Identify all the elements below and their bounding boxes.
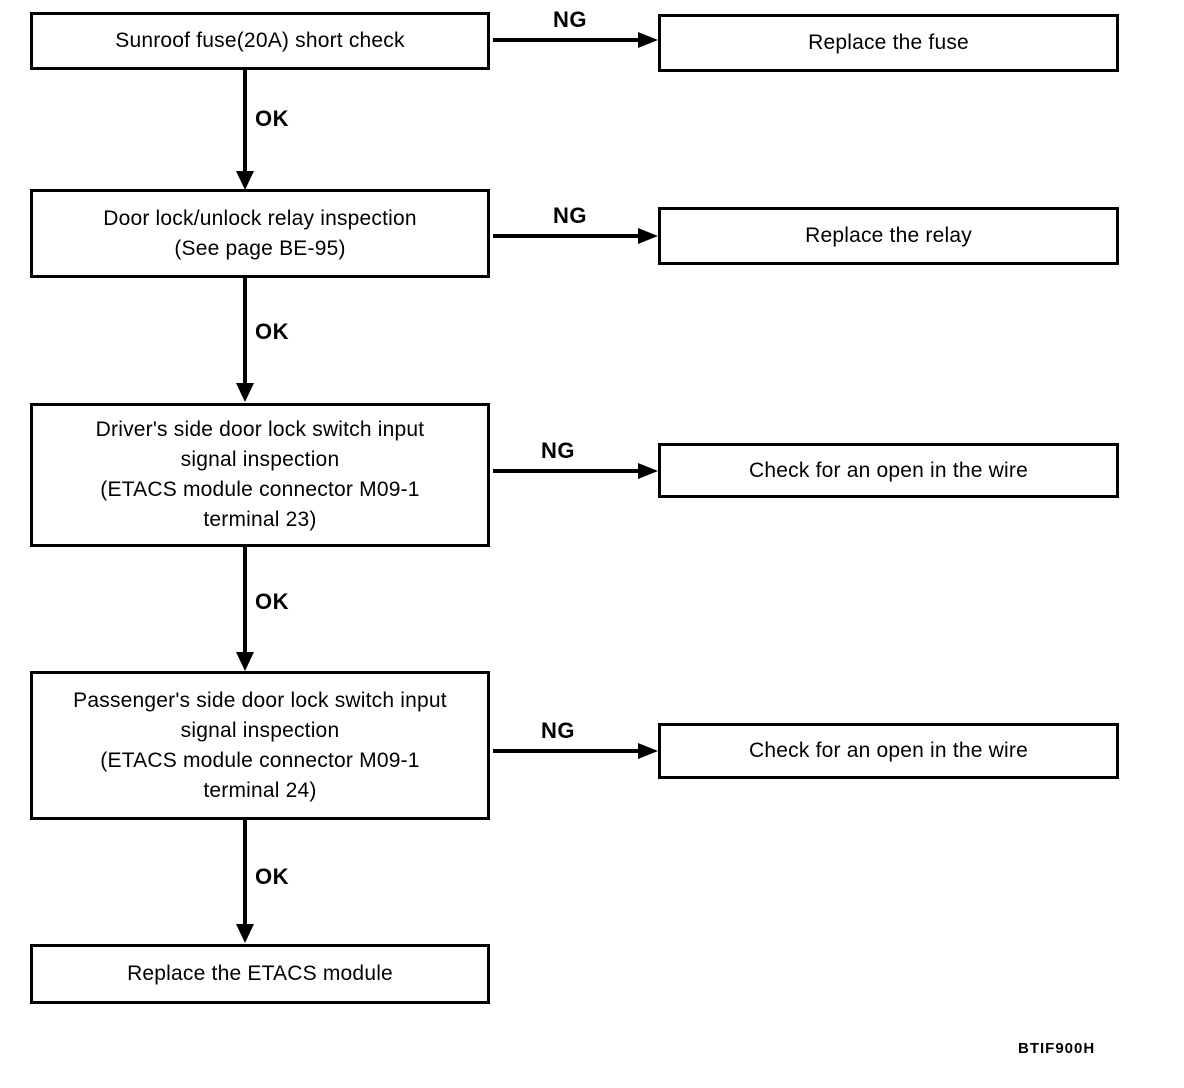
ng-result-box-check-open-wire-passenger: Check for an open in the wire [658, 723, 1119, 779]
arrow-line [493, 749, 639, 753]
arrow-line [243, 820, 247, 925]
ng-label-3: NG [541, 438, 575, 463]
ok-label-1: OK [255, 106, 289, 131]
arrow-line [493, 469, 639, 473]
step-box-driver-door-lock-switch-inspection: Driver's side door lock switch input sig… [30, 403, 490, 547]
step-box-sunroof-fuse-check: Sunroof fuse(20A) short check [30, 12, 490, 70]
ng-result-box-check-open-wire-driver: Check for an open in the wire [658, 443, 1119, 498]
arrowhead-down-icon [236, 171, 254, 190]
ng-label-1: NG [553, 7, 587, 32]
ok-label-3: OK [255, 589, 289, 614]
ok-label-2: OK [255, 319, 289, 344]
ng-label-4: NG [541, 718, 575, 743]
ng-result-box-replace-fuse: Replace the fuse [658, 14, 1119, 72]
arrowhead-right-icon [638, 463, 658, 479]
arrow-line [493, 38, 639, 42]
step-box-replace-etacs-module: Replace the ETACS module [30, 944, 490, 1004]
step-box-passenger-door-lock-switch-inspection: Passenger's side door lock switch input … [30, 671, 490, 820]
figure-code: BTIF900H [1018, 1040, 1096, 1057]
arrowhead-down-icon [236, 652, 254, 671]
arrowhead-down-icon [236, 924, 254, 943]
arrow-line [243, 70, 247, 172]
step-box-door-lock-relay-inspection: Door lock/unlock relay inspection (See p… [30, 189, 490, 278]
arrowhead-down-icon [236, 383, 254, 402]
arrow-line [243, 547, 247, 653]
arrow-line [493, 234, 639, 238]
arrow-line [243, 278, 247, 384]
ng-result-box-replace-relay: Replace the relay [658, 207, 1119, 265]
ng-label-2: NG [553, 203, 587, 228]
arrowhead-right-icon [638, 228, 658, 244]
arrowhead-right-icon [638, 743, 658, 759]
arrowhead-right-icon [638, 32, 658, 48]
ok-label-4: OK [255, 864, 289, 889]
